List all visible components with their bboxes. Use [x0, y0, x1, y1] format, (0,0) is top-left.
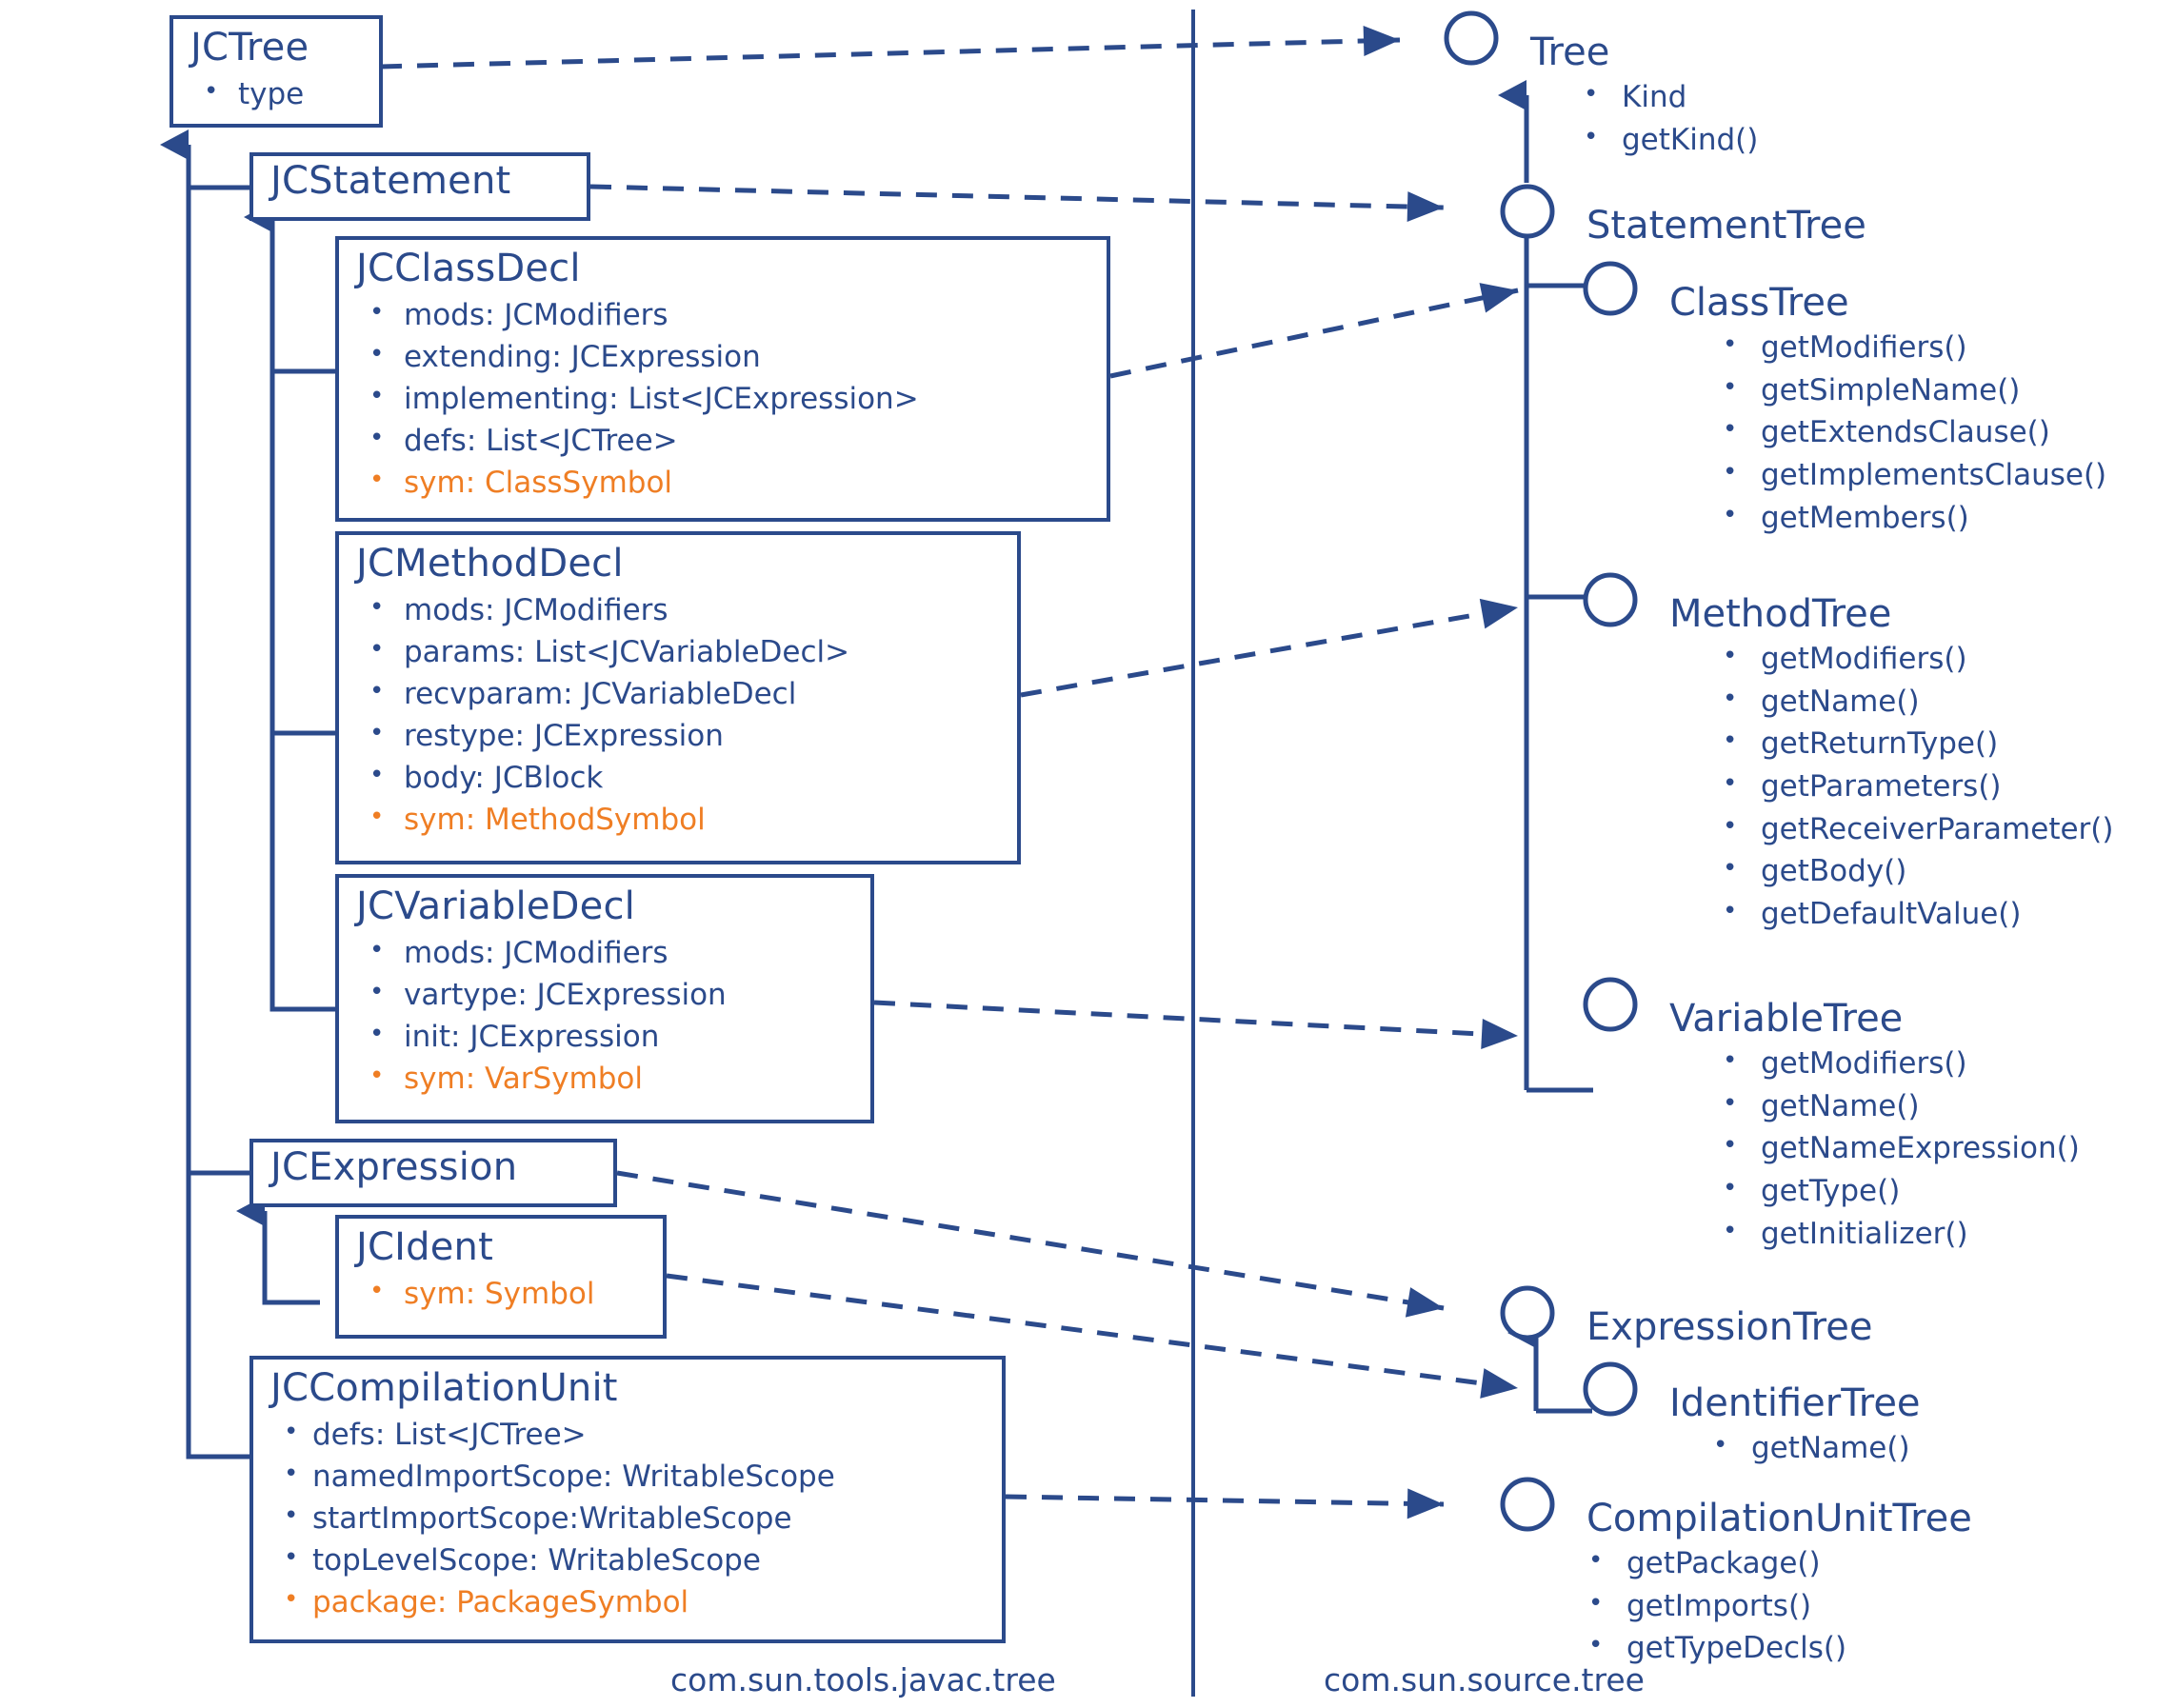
interface-member: getName() [1717, 1084, 2080, 1128]
class-title: JCMethodDecl [356, 542, 624, 586]
lollipop-statement-tree [1500, 184, 1555, 239]
class-title: JCStatement [270, 159, 511, 203]
class-members: mods: JCModifiers params: List<JCVariabl… [356, 588, 1004, 841]
interface-name: MethodTree [1669, 592, 1892, 636]
class-member-symbol: package: PackageSymbol [270, 1580, 988, 1623]
class-members: type [190, 72, 366, 115]
class-title: JCExpression [270, 1145, 518, 1189]
class-member: mods: JCModifiers [356, 588, 1004, 631]
class-member: params: List<JCVariableDecl> [356, 630, 1004, 673]
class-member: startImportScope:WritableScope [270, 1497, 988, 1539]
interface-member: getImplementsClause() [1717, 453, 2106, 497]
interface-member: getExtendsClause() [1717, 410, 2106, 454]
interface-member: Kind [1578, 75, 1758, 119]
interface-name: Tree [1530, 30, 1610, 74]
class-member: topLevelScope: WritableScope [270, 1539, 988, 1581]
class-box-jcvariabledecl[interactable]: JCVariableDecl mods: JCModifiers vartype… [335, 874, 874, 1123]
interface-member: getPackage() [1583, 1541, 1846, 1585]
lollipop-class-tree [1583, 261, 1638, 316]
interface-member: getBody() [1717, 849, 2114, 893]
class-title: JCCompilationUnit [270, 1366, 618, 1410]
class-box-jccompilationunit[interactable]: JCCompilationUnit defs: List<JCTree> nam… [249, 1356, 1006, 1643]
class-member: mods: JCModifiers [356, 931, 857, 974]
class-members: mods: JCModifiers extending: JCExpressio… [356, 293, 1093, 504]
interface-member: getKind() [1578, 118, 1758, 162]
class-box-jcexpression[interactable]: JCExpression [249, 1139, 617, 1207]
interface-member: getName() [1717, 680, 2114, 724]
interface-member: getParameters() [1717, 765, 2114, 808]
class-title: JCVariableDecl [356, 884, 635, 928]
interface-member: getName() [1707, 1426, 1910, 1470]
class-box-jcident[interactable]: JCIdent sym: Symbol [335, 1215, 667, 1339]
interface-name: ClassTree [1669, 281, 1849, 325]
class-members: mods: JCModifiers vartype: JCExpression … [356, 931, 857, 1100]
class-title: JCIdent [356, 1225, 493, 1269]
package-label-right: com.sun.source.tree [1324, 1661, 1645, 1698]
interface-member: getModifiers() [1717, 637, 2114, 681]
interface-members: getModifiers() getSimpleName() getExtend… [1717, 326, 2106, 540]
class-members: defs: List<JCTree> namedImportScope: Wri… [270, 1413, 988, 1623]
class-member: body: JCBlock [356, 756, 1004, 799]
interface-member: getSimpleName() [1717, 368, 2106, 412]
class-member: namedImportScope: WritableScope [270, 1455, 988, 1498]
interface-name: StatementTree [1586, 204, 1866, 248]
interface-members: getModifiers() getName() getReturnType()… [1717, 637, 2114, 936]
interface-member: getNameExpression() [1717, 1126, 2080, 1170]
generalization-edges-right [1498, 80, 1593, 1414]
lollipop-expression-tree [1500, 1285, 1555, 1341]
class-box-jcmethoddecl[interactable]: JCMethodDecl mods: JCModifiers params: L… [335, 531, 1021, 864]
class-member-symbol: sym: VarSymbol [356, 1057, 857, 1100]
interface-name: IdentifierTree [1669, 1381, 1921, 1425]
class-member: vartype: JCExpression [356, 973, 857, 1016]
class-member: defs: List<JCTree> [270, 1413, 988, 1456]
lollipop-variable-tree [1583, 977, 1638, 1032]
interface-member: getInitializer() [1717, 1212, 2080, 1256]
package-label-left: com.sun.tools.javac.tree [670, 1661, 1056, 1698]
interface-member: getImports() [1583, 1584, 1846, 1628]
interface-member: getReturnType() [1717, 722, 2114, 765]
class-member: restype: JCExpression [356, 714, 1004, 757]
class-title: JCClassDecl [356, 247, 581, 290]
class-member: mods: JCModifiers [356, 293, 1093, 336]
interface-member: getReceiverParameter() [1717, 807, 2114, 851]
interface-name: VariableTree [1669, 997, 1904, 1041]
interface-members: getPackage() getImports() getTypeDecls() [1583, 1541, 1846, 1670]
interface-members: Kind getKind() [1578, 75, 1758, 162]
class-box-jcstatement[interactable]: JCStatement [249, 152, 590, 221]
class-member-symbol: sym: MethodSymbol [356, 798, 1004, 841]
interface-member: getType() [1717, 1169, 2080, 1213]
class-member: recvparam: JCVariableDecl [356, 672, 1004, 715]
generalization-edges-left [160, 129, 335, 1460]
class-members: sym: Symbol [356, 1272, 649, 1315]
interface-name: ExpressionTree [1586, 1305, 1873, 1349]
lollipop-tree [1444, 10, 1499, 66]
interface-member: getDefaultValue() [1717, 892, 2114, 936]
class-member: implementing: List<JCExpression> [356, 377, 1093, 420]
interface-member: getTypeDecls() [1583, 1626, 1846, 1670]
class-member-symbol: sym: Symbol [356, 1272, 649, 1315]
interface-members: getModifiers() getName() getNameExpressi… [1717, 1042, 2080, 1256]
interface-member: getModifiers() [1717, 326, 2106, 369]
class-member: init: JCExpression [356, 1015, 857, 1058]
class-box-jcclassdecl[interactable]: JCClassDecl mods: JCModifiers extending:… [335, 236, 1110, 522]
interface-name: CompilationUnitTree [1586, 1497, 1972, 1540]
lollipop-compilationunit-tree [1500, 1477, 1555, 1532]
class-member: defs: List<JCTree> [356, 419, 1093, 462]
class-box-jctree[interactable]: JCTree type [170, 15, 383, 128]
lollipop-method-tree [1583, 572, 1638, 627]
interface-members: getName() [1707, 1426, 1910, 1470]
class-member: type [190, 72, 366, 115]
lollipop-identifier-tree [1583, 1361, 1638, 1417]
class-member: extending: JCExpression [356, 335, 1093, 378]
interface-member: getModifiers() [1717, 1042, 2080, 1085]
interface-member: getMembers() [1717, 496, 2106, 540]
class-title: JCTree [190, 26, 309, 70]
class-member-symbol: sym: ClassSymbol [356, 461, 1093, 504]
